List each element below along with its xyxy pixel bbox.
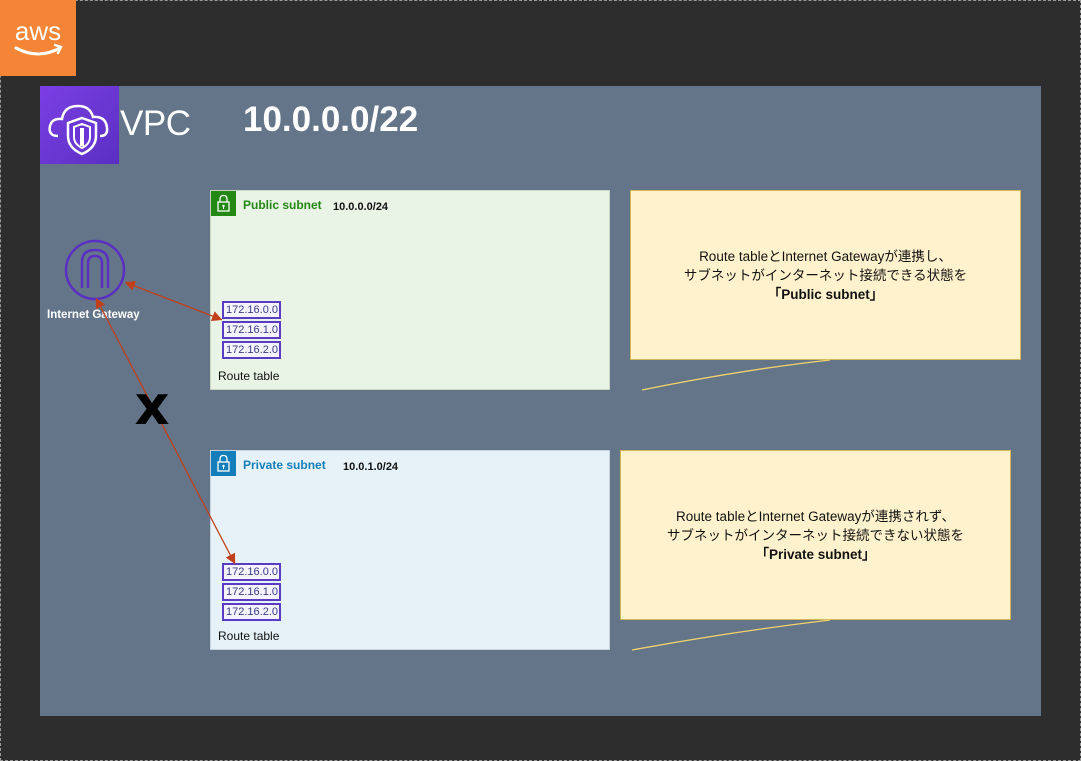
- callout-emphasis: 「Private subnet」: [755, 546, 876, 562]
- public-subnet-callout: Route tableとInternet Gatewayが連携し、 サブネットが…: [630, 190, 1021, 360]
- private-subnet-cidr: 10.0.1.0/24: [343, 461, 399, 473]
- route-table-row: 172.16.0.0: [222, 301, 281, 319]
- callout-line: Route tableとInternet Gatewayが連携し、: [699, 248, 952, 264]
- vpc-shield-cloud-icon: [40, 86, 119, 164]
- lock-icon: [211, 191, 236, 216]
- aws-logo: aws: [0, 0, 76, 76]
- vpc-label: VPC: [120, 104, 191, 143]
- private-route-table-label: Route table: [218, 629, 280, 643]
- callout-emphasis: 「Public subnet」: [767, 286, 884, 302]
- lock-icon: [211, 451, 236, 476]
- callout-line: サブネットがインターネット接続できる状態を: [683, 267, 968, 283]
- callout-line: Route tableとInternet Gatewayが連携されず、: [676, 508, 955, 524]
- route-table-row: 172.16.1.0: [222, 583, 281, 601]
- public-route-table-icon: 172.16.0.0 172.16.1.0 172.16.2.0: [222, 301, 281, 361]
- route-table-row: 172.16.2.0: [222, 341, 281, 359]
- public-subnet: Public subnet 10.0.0.0/24 172.16.0.0 172…: [210, 190, 610, 390]
- vpc-cidr: 10.0.0.0/22: [243, 100, 419, 139]
- route-table-row: 172.16.0.0: [222, 563, 281, 581]
- public-subnet-cidr: 10.0.0.0/24: [333, 201, 389, 213]
- aws-logo-text: aws: [15, 16, 61, 46]
- private-subnet-title: Private subnet: [243, 458, 326, 472]
- private-subnet: Private subnet 10.0.1.0/24 172.16.0.0 17…: [210, 450, 610, 650]
- public-route-table-label: Route table: [218, 369, 280, 383]
- public-subnet-title: Public subnet: [243, 198, 322, 212]
- callout-line: サブネットがインターネット接続できない状態を: [667, 527, 964, 543]
- internet-gateway-label: Internet Gateway: [47, 309, 140, 321]
- route-table-row: 172.16.2.0: [222, 603, 281, 621]
- route-table-row: 172.16.1.0: [222, 321, 281, 339]
- private-route-table-icon: 172.16.0.0 172.16.1.0 172.16.2.0: [222, 563, 281, 623]
- private-subnet-callout: Route tableとInternet Gatewayが連携されず、 サブネッ…: [620, 450, 1011, 620]
